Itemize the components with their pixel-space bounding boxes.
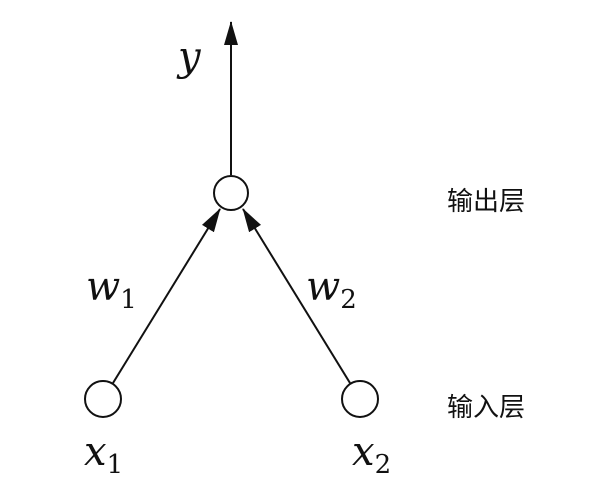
weight-label-2: w2 xyxy=(306,264,357,315)
input-layer-label: 输入层 xyxy=(447,393,525,423)
input-node-2 xyxy=(341,380,379,418)
edge-x1-to-output xyxy=(112,208,221,384)
output-label: y xyxy=(176,34,202,80)
output-node xyxy=(213,175,249,211)
output-layer-label: 输出层 xyxy=(447,187,525,217)
input-node-1 xyxy=(84,380,122,418)
weight-label-1: w1 xyxy=(86,264,137,315)
edge-x2-to-output xyxy=(242,208,351,384)
input-label-1: x1 xyxy=(84,429,123,480)
input-label-2: x2 xyxy=(352,429,391,480)
